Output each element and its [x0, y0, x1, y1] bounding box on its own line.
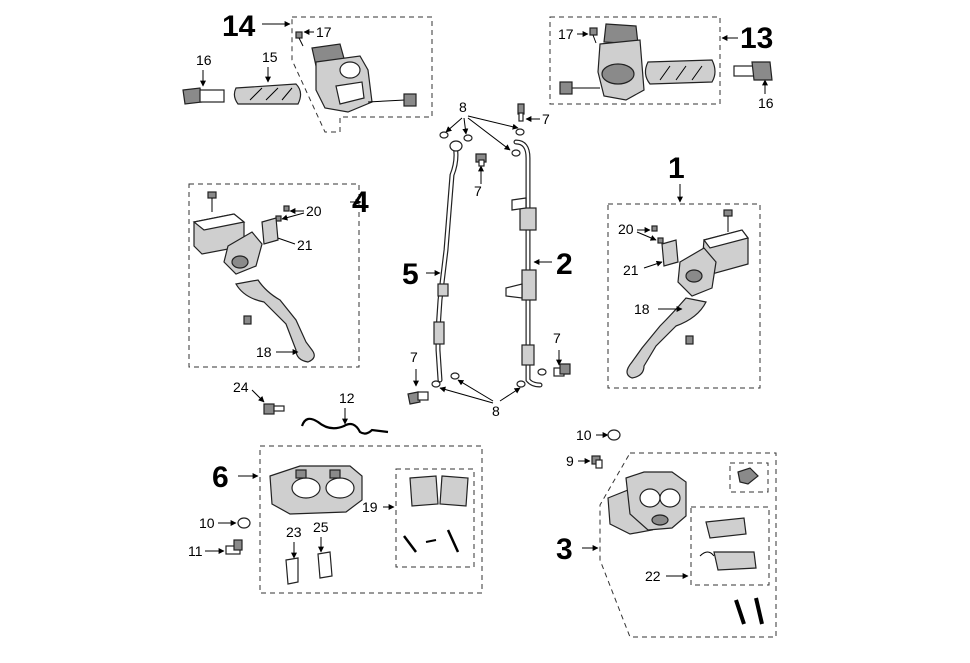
brake-pipe-12: [300, 417, 389, 435]
callout-13: 13: [740, 22, 773, 55]
pad-spring-23: [285, 557, 299, 585]
brake-caliper-right: [607, 471, 687, 535]
callout-17-right: 17: [558, 26, 574, 42]
brake-pads-19: [403, 475, 469, 553]
banjo-bolt-7-top-right: [517, 103, 525, 122]
callout-23: 23: [286, 524, 302, 540]
group-13-right-switch-assembly: 13 17 16: [549, 16, 774, 111]
callout-19: 19: [362, 499, 378, 515]
brake-lever-18-left: [235, 279, 315, 363]
callout-7-top-right: 7: [542, 111, 550, 127]
callout-11: 11: [188, 543, 203, 559]
callout-8-top: 8: [459, 99, 467, 115]
screw-17-right: [589, 27, 598, 44]
brake-caliper-left: [269, 465, 363, 515]
group-4-left-master-cylinder: 4 20 21 18: [188, 183, 369, 368]
callout-10-right: 10: [576, 427, 592, 443]
callout-15: 15: [262, 49, 278, 65]
callout-7-bottom-left: 7: [410, 349, 418, 365]
master-cylinder-body-right: [677, 229, 750, 297]
handlebar-grip-15: [233, 83, 302, 105]
parts-24-12: 24 12: [233, 379, 389, 435]
group-6-left-caliper: 6 19 23 25 10 11: [188, 445, 483, 594]
callout-2: 2: [556, 248, 573, 281]
callout-9: 9: [566, 453, 574, 469]
reservoir-screw-left: [207, 191, 217, 212]
banjo-bolt-7-bottom-right: [553, 363, 571, 377]
callout-18-left: 18: [256, 344, 272, 360]
callout-24: 24: [233, 379, 249, 395]
group-3-right-caliper: 3 10 9 22: [556, 427, 777, 638]
brake-pads-22: [699, 517, 757, 571]
callout-7-top-left: 7: [474, 183, 482, 199]
pad-clip: [737, 467, 759, 485]
callout-17-left: 17: [316, 24, 332, 40]
brake-lever-18-right: [626, 297, 707, 379]
callout-20-right: 20: [618, 221, 634, 237]
bolt-11: [225, 539, 243, 555]
banjo-bolt-7-top-left: [475, 153, 487, 167]
washer-10-left: [237, 517, 251, 529]
callout-10-left: 10: [199, 515, 215, 531]
callout-18-right: 18: [634, 301, 650, 317]
handlebar-grip-13: [644, 59, 716, 85]
callout-20-left: 20: [306, 203, 322, 219]
bar-end-weight-16-left: [182, 87, 225, 105]
bar-end-weight-16-right: [733, 61, 773, 81]
callout-5: 5: [402, 258, 419, 291]
pad-spring-25: [317, 551, 333, 579]
callout-21-right: 21: [623, 262, 639, 278]
callout-7-bottom-right: 7: [553, 330, 561, 346]
callout-12: 12: [339, 390, 355, 406]
pad-pins: [734, 597, 764, 625]
group-1-right-master-cylinder: 1 20 21 18: [607, 152, 761, 389]
callout-14: 14: [222, 10, 256, 43]
master-cylinder-body-left: [192, 213, 263, 275]
brake-hose-5: [433, 140, 463, 383]
callout-22: 22: [645, 568, 661, 584]
callout-16-right: 16: [758, 95, 774, 111]
brake-hose-2: [505, 139, 543, 388]
clamp-21-left: [261, 217, 279, 245]
clamp-21-right: [661, 239, 679, 267]
left-switch-housing: [311, 43, 417, 113]
callout-1: 1: [668, 152, 685, 185]
callout-3: 3: [556, 533, 573, 566]
banjo-bolt-7-bottom-left: [407, 391, 429, 405]
right-switch-housing: [559, 23, 645, 101]
brake-hoses: 8 7 7 5: [402, 99, 573, 419]
callout-6: 6: [212, 461, 229, 494]
callout-25: 25: [313, 519, 329, 535]
group-14-left-switch-assembly: 14 17 16 15: [182, 10, 433, 133]
clamp-screws-20-right: [651, 225, 664, 244]
reservoir-screw-right: [723, 209, 733, 232]
bolt-24: [263, 403, 285, 415]
callout-16-left: 16: [196, 52, 212, 68]
bolt-9: [591, 455, 603, 469]
screw-17-left: [295, 31, 304, 47]
washer-10-right: [607, 429, 621, 441]
callout-21-left: 21: [297, 237, 313, 253]
callout-8-bottom: 8: [492, 403, 500, 419]
